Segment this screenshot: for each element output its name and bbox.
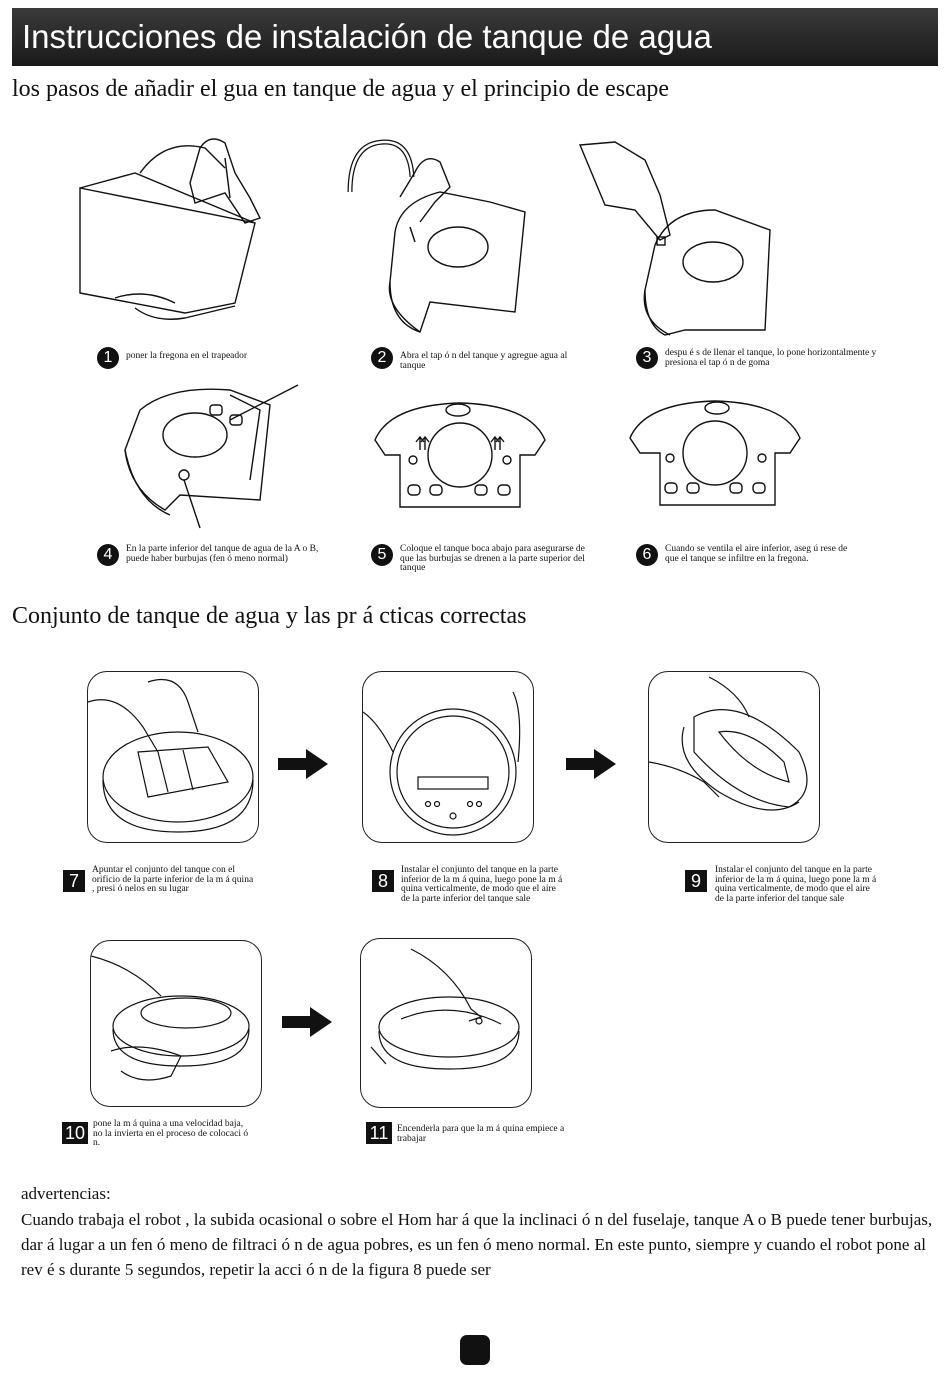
header-bar: Instrucciones de instalación de tanque d… xyxy=(12,8,938,66)
step-number-1: 1 xyxy=(97,347,119,369)
illustration-step-4 xyxy=(120,380,305,530)
step-caption-3: despu é s de llenar el tanque, lo pone h… xyxy=(665,348,877,368)
arrow-icon xyxy=(566,749,616,784)
step-number-8: 8 xyxy=(372,870,394,892)
step-number-10: 10 xyxy=(62,1122,88,1144)
step-caption-11: Encenderla para que la m á quina empiece… xyxy=(397,1124,565,1144)
illustration-step-3 xyxy=(575,140,775,340)
section-heading-assembly: Conjunto de tanque de agua y las pr á ct… xyxy=(12,603,527,629)
step-caption-8: Instalar el conjunto del tanque en la pa… xyxy=(401,865,563,904)
arrow-icon xyxy=(278,749,328,784)
section-heading-steps: los pasos de añadir el gua en tanque de … xyxy=(12,76,670,102)
arrow-icon xyxy=(282,1007,332,1042)
warning-label: advertencias: xyxy=(21,1184,111,1203)
photo-step-11 xyxy=(360,938,532,1108)
step-number-7: 7 xyxy=(63,870,85,892)
page-number-badge xyxy=(460,1335,490,1365)
illustration-step-2 xyxy=(340,132,535,342)
step-caption-4: En la parte inferior del tanque de agua … xyxy=(126,544,319,564)
warning-text: Cuando trabaja el robot , la subida ocas… xyxy=(21,1210,933,1279)
step-caption-2: Abra el tap ó n del tanque y agregue agu… xyxy=(400,351,568,371)
illustration-step-5 xyxy=(370,395,550,520)
step-caption-6: Cuando se ventila el aire inferior, aseg… xyxy=(665,544,848,564)
step-caption-10: pone la m á quina a una velocidad baja, … xyxy=(93,1119,249,1148)
step-caption-1: poner la fregona en el trapeador xyxy=(126,351,248,361)
step-number-11: 11 xyxy=(366,1122,392,1144)
photo-step-10 xyxy=(90,940,262,1107)
page-title: Instrucciones de instalación de tanque d… xyxy=(22,18,712,55)
step-caption-9: Instalar el conjunto del tanque en la pa… xyxy=(715,865,877,904)
step-number-4: 4 xyxy=(97,544,119,566)
step-number-3: 3 xyxy=(636,347,658,369)
step-caption-5: Coloque el tanque boca abajo para asegur… xyxy=(400,544,585,573)
step-number-9: 9 xyxy=(685,870,707,892)
step-number-2: 2 xyxy=(371,347,393,369)
photo-step-8 xyxy=(362,671,534,843)
illustration-step-1 xyxy=(75,128,275,333)
step-caption-7: Apuntar el conjunto del tanque con el or… xyxy=(92,865,254,894)
photo-step-9 xyxy=(648,671,820,843)
illustration-step-6 xyxy=(625,393,805,518)
photo-step-7 xyxy=(87,671,259,843)
step-number-6: 6 xyxy=(636,544,658,566)
step-number-5: 5 xyxy=(371,544,393,566)
